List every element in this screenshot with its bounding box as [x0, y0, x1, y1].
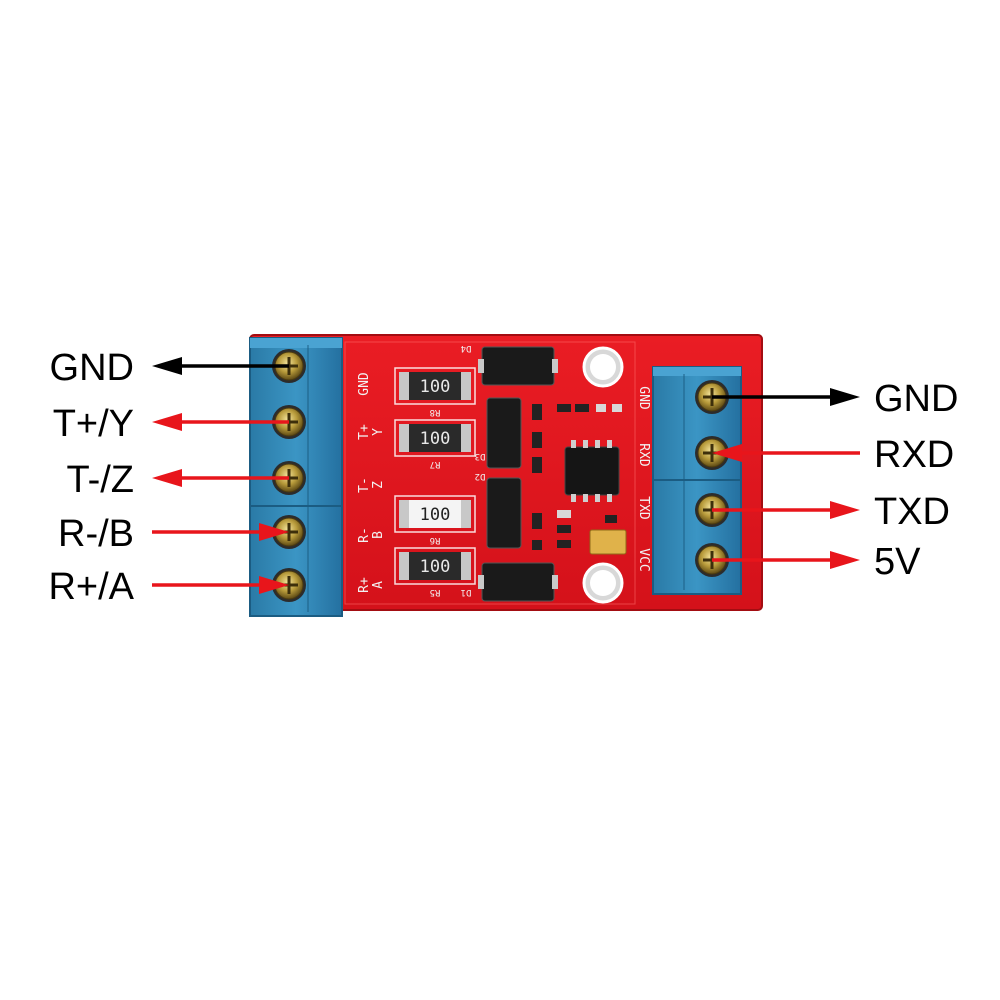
silk-left-t-y: T+Y — [357, 424, 386, 440]
arrow-right-rxd — [712, 444, 860, 462]
silk-diode-d2: D2 — [475, 471, 486, 481]
pin-label-left-t-z: T-/Z — [66, 459, 134, 501]
tvs-d2 — [486, 477, 522, 549]
arrow-right-5v — [712, 551, 860, 569]
right-pin-arrows — [712, 388, 860, 569]
silk-left-text: Z — [371, 481, 386, 489]
silk-left-text: B — [371, 531, 386, 539]
diode-d4 — [478, 346, 558, 386]
arrow-left-t-z — [152, 469, 289, 487]
tvs-d3 — [486, 397, 522, 469]
diode-d1 — [478, 562, 558, 602]
silk-left-text: GND — [357, 372, 372, 396]
silk-right-rxd: RXD — [636, 443, 651, 467]
arrow-left-r-b — [152, 523, 289, 541]
silk-diode-d4: D4 — [461, 343, 472, 353]
arrow-left-r-a — [152, 576, 289, 594]
capacitor — [589, 529, 627, 555]
silk-left-text: R+ — [357, 577, 372, 593]
mounting-hole-top — [582, 346, 624, 388]
pin-label-left-gnd: GND — [50, 347, 134, 389]
resistor-ref: R7 — [430, 459, 441, 469]
right-silkscreen: GND RXD TXD VCC — [636, 386, 651, 571]
right-pin-labels: GND RXD TXD 5V — [874, 378, 958, 583]
silk-left-r-b: R-B — [357, 527, 386, 543]
silk-diode-d1: D1 — [461, 587, 472, 597]
resistor-ref: R5 — [430, 587, 441, 597]
silk-left-text: T- — [357, 477, 372, 493]
resistor-ref: R8 — [430, 407, 441, 417]
arrow-right-gnd — [712, 388, 860, 406]
silk-left-gnd: GND — [357, 372, 372, 396]
pcb-board — [249, 334, 763, 611]
silk-left-text: R- — [357, 527, 372, 543]
mounting-hole-bottom — [582, 562, 624, 604]
pin-label-right-txd: TXD — [874, 491, 950, 533]
resistor-value: 100 — [420, 429, 451, 449]
arrow-left-gnd — [152, 357, 289, 375]
silk-right-gnd: GND — [636, 386, 651, 410]
arrow-left-t-y — [152, 413, 289, 431]
resistor-value: 100 — [420, 557, 451, 577]
resistor-value: 100 — [420, 377, 451, 397]
silk-left-text: Y — [371, 428, 386, 436]
pin-label-right-5v: 5V — [874, 541, 921, 583]
silk-left-text: A — [371, 581, 386, 589]
left-pin-labels: GND T+/Y T-/Z R-/B R+/A — [48, 347, 134, 608]
silk-right-txd: TXD — [636, 496, 651, 520]
pin-label-left-r-b: R-/B — [58, 513, 134, 555]
left-pin-arrows — [152, 357, 289, 594]
left-silkscreen: GND T+Y T-Z R-B R+A — [357, 372, 386, 593]
silk-left-text: T+ — [357, 424, 372, 440]
resistor-value: 100 — [420, 505, 451, 525]
pin-label-right-rxd: RXD — [874, 434, 954, 476]
pin-label-left-r-a: R+/A — [48, 566, 134, 608]
silk-right-vcc: VCC — [636, 548, 651, 571]
smd-components — [532, 404, 622, 550]
silk-left-t-z: T-Z — [357, 477, 386, 493]
pin-label-right-gnd: GND — [874, 378, 958, 420]
arrow-right-txd — [712, 501, 860, 519]
silk-diode-d3: D3 — [475, 451, 486, 461]
transceiver-ic — [564, 440, 620, 502]
pin-label-left-t-y: T+/Y — [53, 403, 134, 445]
silk-left-r-a: R+A — [357, 577, 386, 593]
resistor-ref: R6 — [430, 535, 441, 545]
